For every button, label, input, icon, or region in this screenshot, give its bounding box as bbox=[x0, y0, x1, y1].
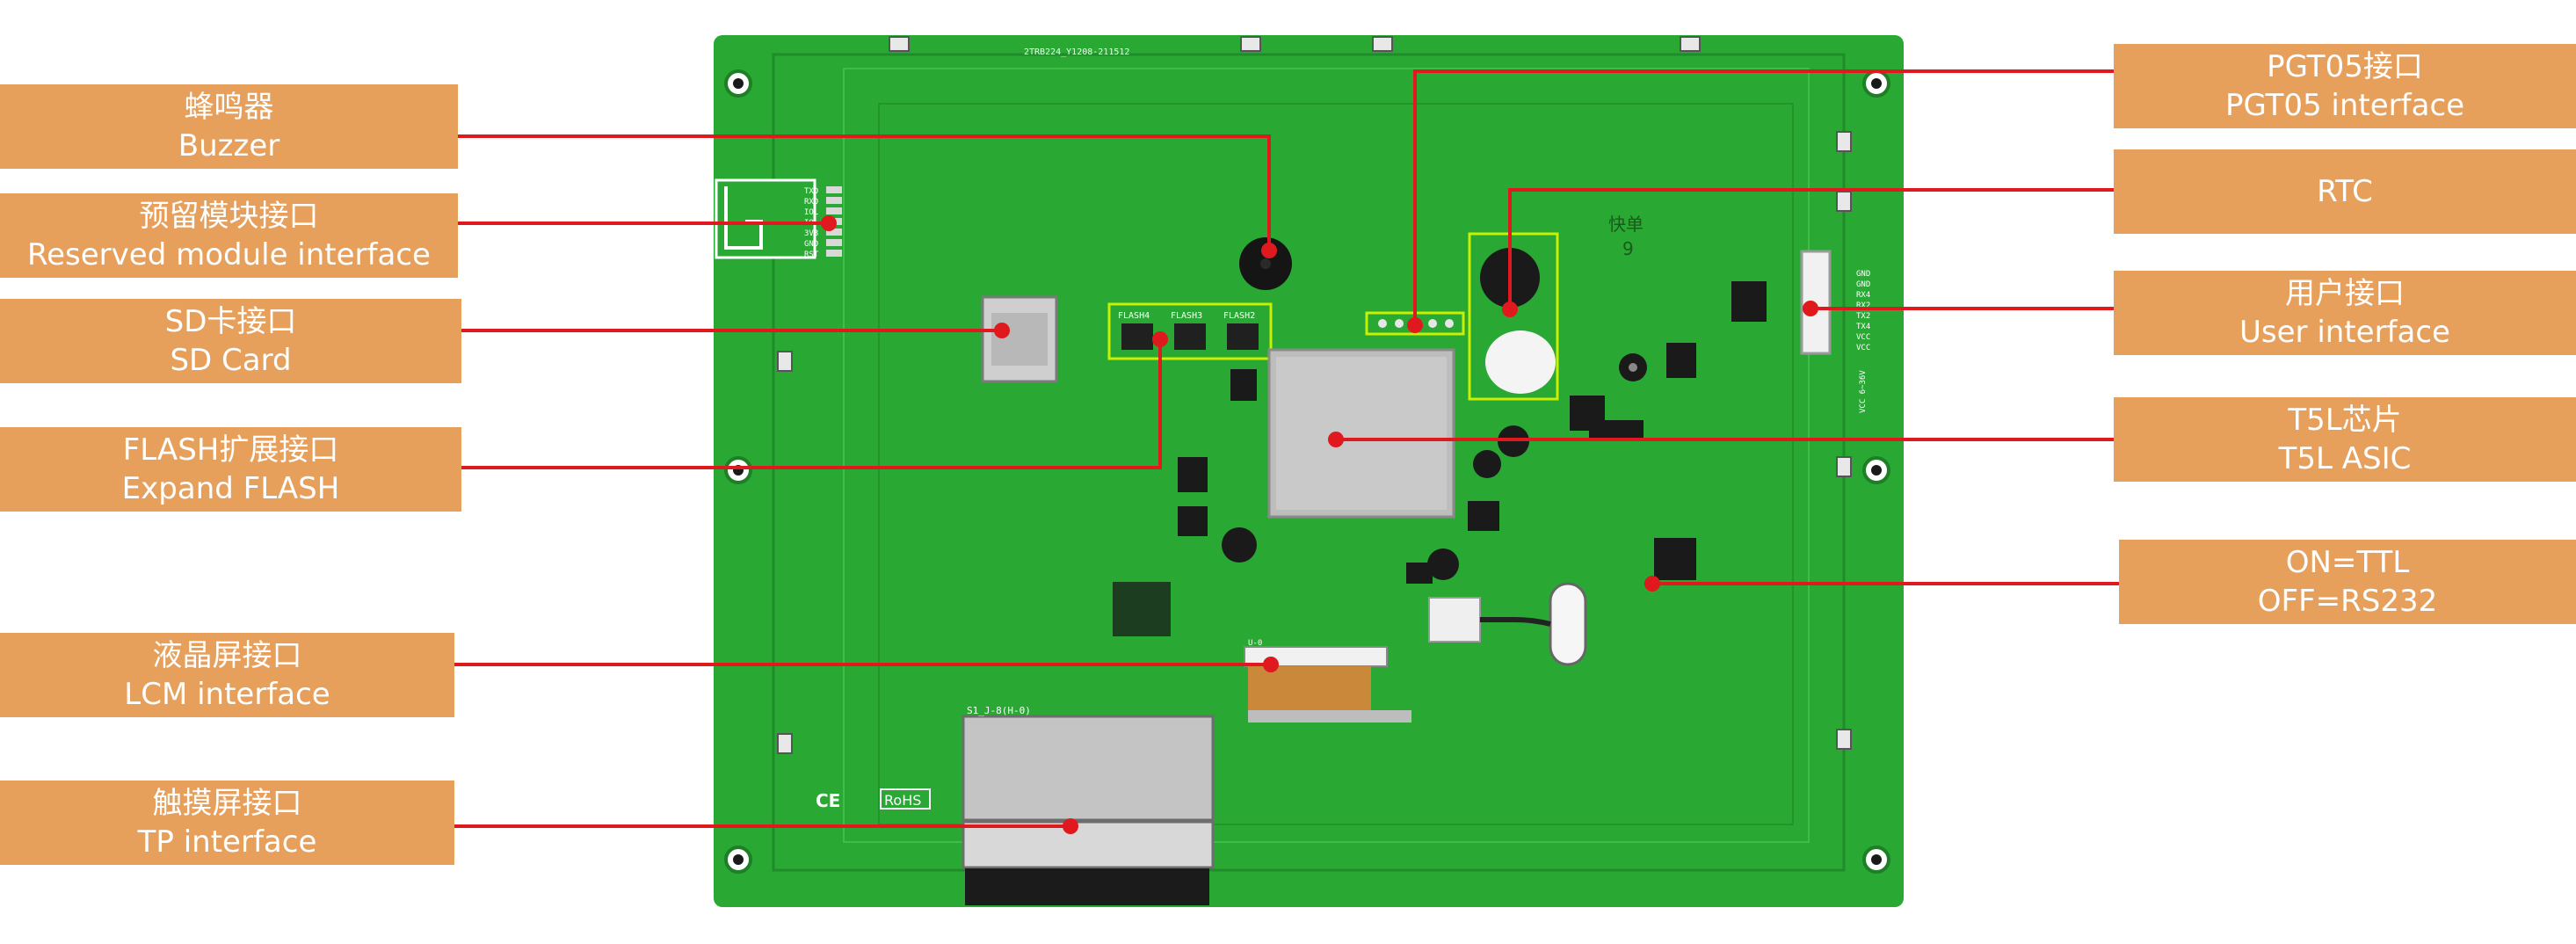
handwritten-mark: 快单 bbox=[1608, 214, 1644, 235]
lcm-connector: U-0 bbox=[1244, 639, 1411, 723]
callout-reserved-zh: 预留模块接口 bbox=[139, 199, 319, 234]
leader-buzzer-dot bbox=[1261, 243, 1277, 258]
t5l-chip-shield bbox=[1267, 348, 1455, 519]
callout-flash-en: Expand FLASH bbox=[121, 471, 340, 506]
callout-flash-zh: FLASH扩展接口 bbox=[122, 432, 339, 468]
callout-pgt05: PGT05接口 PGT05 interface bbox=[2114, 44, 2576, 128]
reserved-pin-label: 3V3 bbox=[804, 229, 818, 238]
callout-tp: 触摸屏接口 TP interface bbox=[0, 781, 454, 865]
callout-reserved-module: 预留模块接口 Reserved module interface bbox=[0, 193, 458, 278]
callout-sd-zh: SD卡接口 bbox=[164, 304, 297, 339]
leader-sd-dot bbox=[994, 323, 1010, 338]
vcc-text: VCC 6~36V bbox=[1859, 370, 1868, 413]
callout-buzzer-en: Buzzer bbox=[178, 128, 280, 163]
callout-sd-card: SD卡接口 SD Card bbox=[0, 299, 461, 383]
user-pin-label: RX4 bbox=[1856, 291, 1870, 300]
callout-lcm: 液晶屏接口 LCM interface bbox=[0, 633, 454, 717]
flash-label: FLASH3 bbox=[1171, 311, 1202, 321]
callout-pgt05-zh: PGT05接口 bbox=[2267, 49, 2423, 84]
ce-mark: CE bbox=[816, 790, 840, 811]
leader-rtc-dot bbox=[1502, 301, 1518, 317]
callout-ttl-rs232: ON=TTL OFF=RS232 bbox=[2119, 540, 2576, 624]
cert-marks: CE RoHS bbox=[816, 788, 931, 811]
user-pin-label: TX2 bbox=[1856, 312, 1870, 321]
user-pin-label: GND bbox=[1856, 280, 1870, 289]
callout-ttl-en: OFF=RS232 bbox=[2257, 584, 2438, 619]
leader-lines bbox=[454, 69, 2119, 834]
leader-reserved-dot bbox=[821, 215, 837, 231]
tp-shield: S1_J-8(H-0) bbox=[961, 705, 1215, 905]
flash-expansion-area: FLASH4 FLASH3 FLASH2 bbox=[1107, 302, 1273, 360]
leader-rtc bbox=[1508, 188, 2114, 309]
rohs-mark: RoHS bbox=[884, 792, 921, 809]
leader-pgt05-dot bbox=[1407, 317, 1423, 333]
callout-buzzer: 蜂鸣器 Buzzer bbox=[0, 84, 458, 169]
leader-user-dot bbox=[1803, 301, 1818, 316]
sd-card-slot bbox=[981, 295, 1058, 383]
user-pin-label: VCC bbox=[1856, 344, 1870, 352]
callout-sd-en: SD Card bbox=[170, 343, 292, 378]
tp-code-text: S1_J-8(H-0) bbox=[967, 705, 1031, 716]
leader-t5l-dot bbox=[1328, 432, 1344, 447]
user-pin-label: TX4 bbox=[1856, 323, 1870, 331]
callout-flash: FLASH扩展接口 Expand FLASH bbox=[0, 427, 461, 512]
reserved-pin-label: GND bbox=[804, 240, 818, 249]
leader-tp-dot bbox=[1063, 818, 1078, 834]
reserved-pin-label: IOL bbox=[804, 208, 818, 217]
leader-flash-dot bbox=[1152, 331, 1168, 347]
leader-buzzer bbox=[458, 134, 1271, 251]
board-code-text: 2TRB224_Y1208-211512 bbox=[1024, 47, 1129, 57]
leader-pgt05 bbox=[1413, 69, 2114, 325]
user-pin-label: GND bbox=[1856, 270, 1870, 279]
callout-user-interface: 用户接口 User interface bbox=[2114, 271, 2576, 355]
leader-lcm-dot bbox=[1263, 657, 1279, 672]
callout-user-en: User interface bbox=[2239, 315, 2450, 350]
callout-lcm-en: LCM interface bbox=[124, 677, 330, 712]
callout-t5l: T5L芯片 T5L ASIC bbox=[2114, 397, 2576, 482]
edge-clips bbox=[777, 36, 1852, 754]
callout-tp-en: TP interface bbox=[137, 824, 317, 860]
callout-lcm-zh: 液晶屏接口 bbox=[152, 638, 302, 673]
callout-buzzer-zh: 蜂鸣器 bbox=[184, 90, 274, 125]
callout-rtc-zh: RTC bbox=[2317, 174, 2373, 209]
callout-rtc: RTC bbox=[2114, 149, 2576, 234]
buzzer-component bbox=[1239, 237, 1292, 290]
user-pin-label: RX2 bbox=[1856, 301, 1870, 310]
leader-ttl-dot bbox=[1644, 576, 1660, 592]
reserved-pin-label: RST bbox=[804, 251, 819, 259]
callout-pgt05-en: PGT05 interface bbox=[2224, 88, 2465, 123]
handwritten-number: 9 bbox=[1622, 238, 1634, 259]
flash-label: FLASH4 bbox=[1118, 311, 1150, 321]
leader-flash bbox=[461, 339, 1162, 469]
callout-t5l-zh: T5L芯片 bbox=[2288, 403, 2402, 438]
lcm-code-text: U-0 bbox=[1248, 639, 1262, 648]
callout-user-zh: 用户接口 bbox=[2285, 276, 2405, 311]
callout-t5l-en: T5L ASIC bbox=[2278, 441, 2412, 476]
reserved-pin-label: RXD bbox=[804, 198, 818, 207]
flash-label: FLASH2 bbox=[1223, 311, 1255, 321]
callout-reserved-en: Reserved module interface bbox=[27, 237, 431, 272]
callout-tp-zh: 触摸屏接口 bbox=[152, 786, 302, 821]
white-connector bbox=[1428, 582, 1587, 666]
user-pin-label: VCC bbox=[1856, 333, 1870, 342]
callout-ttl-zh: ON=TTL bbox=[2285, 545, 2410, 580]
reserved-pin-label: TXD bbox=[804, 187, 818, 196]
